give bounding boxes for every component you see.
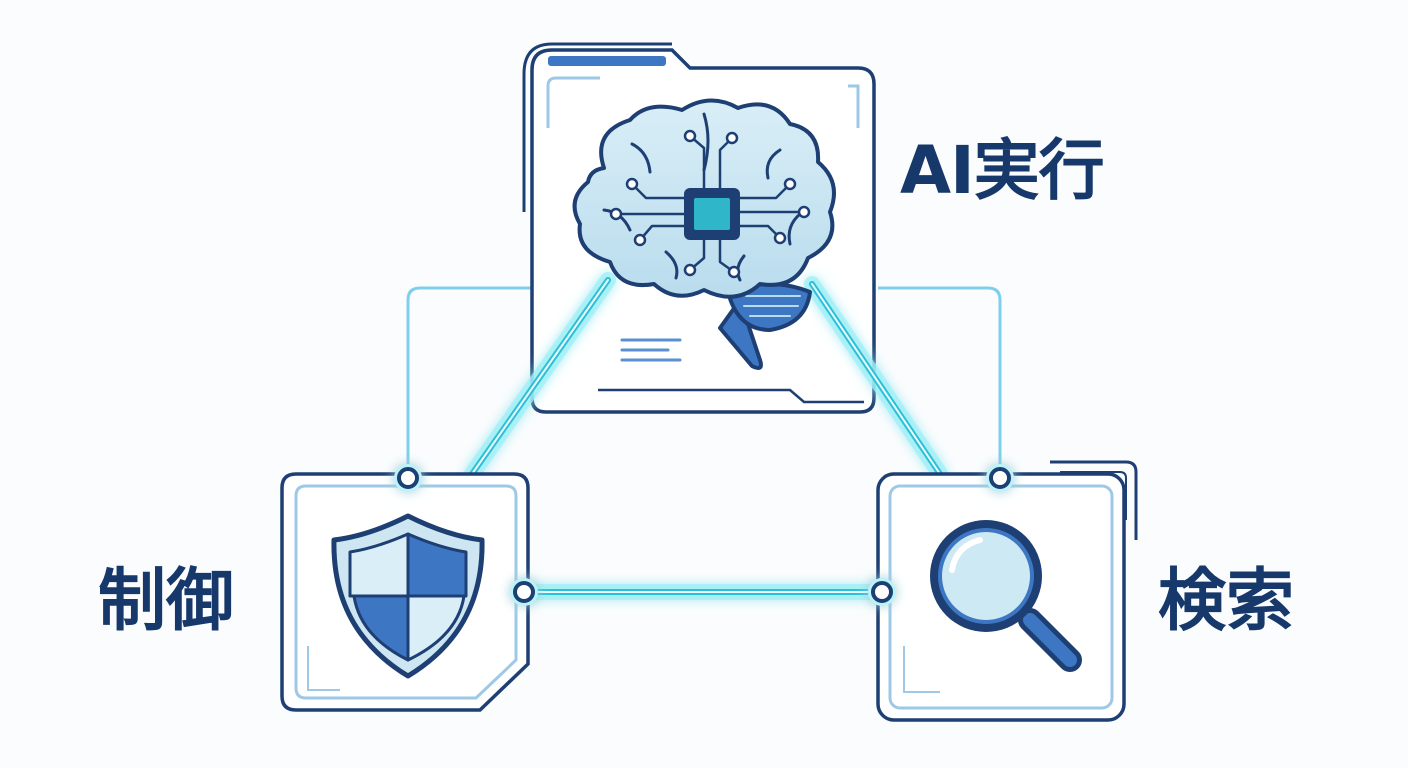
node-top-left [394,464,422,492]
ai-execution-label: AI実行 [900,132,1105,209]
ai-brain-chip-icon [572,98,836,370]
glow-connectors [464,272,948,600]
magnifier-icon [930,520,1082,672]
control-label: 制御 [98,562,235,641]
connector-nodes [394,464,1014,606]
search-label: 検索 [1158,562,1295,641]
node-left [510,578,538,606]
node-right [868,578,896,606]
outer-connector-frame [406,286,1002,480]
node-top-right [986,464,1014,492]
shield-icon [331,513,485,679]
